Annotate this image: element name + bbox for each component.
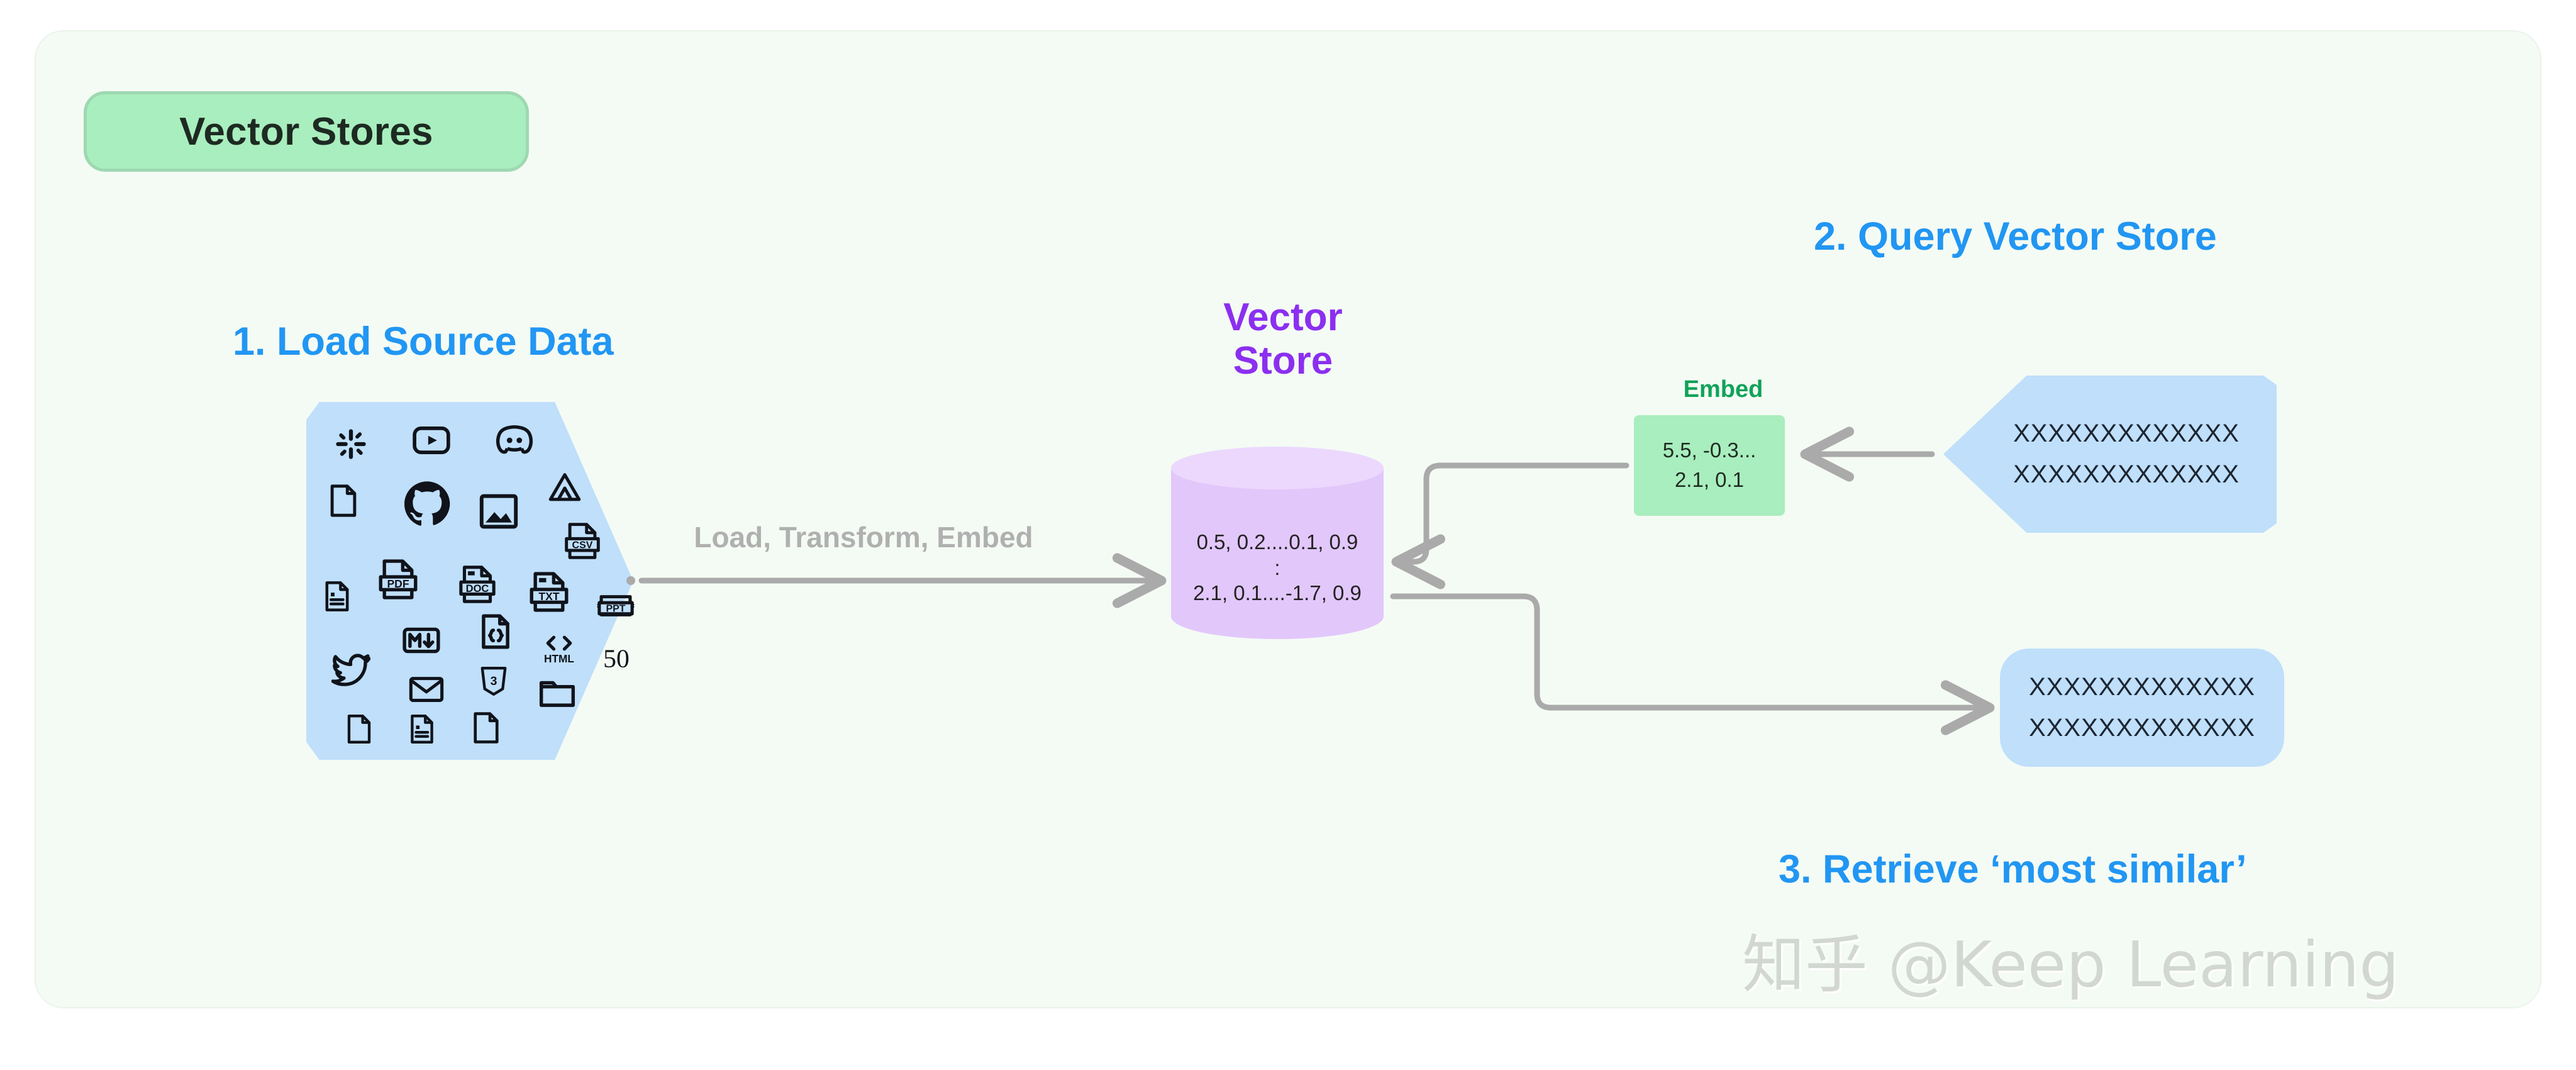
pdf-file-icon: PDF xyxy=(377,558,419,601)
folder-icon xyxy=(538,674,577,713)
svg-text:DOC: DOC xyxy=(466,582,489,594)
doc-file-icon: DOC xyxy=(457,564,497,605)
heading-load-source-data: 1. Load Source Data xyxy=(233,320,614,364)
svg-text:CSV: CSV xyxy=(572,540,593,551)
embed-label: Embed xyxy=(1683,376,1763,403)
document-icon xyxy=(325,482,362,519)
pipeline-arrow-label: Load, Transform, Embed xyxy=(694,521,1033,554)
github-icon xyxy=(402,479,452,529)
vector-store-title: Vector Store xyxy=(1182,296,1384,383)
wikipedia-icon: 50 xyxy=(601,642,632,674)
text-lines-icon xyxy=(320,579,354,613)
svg-text:50: 50 xyxy=(603,645,630,674)
svg-text:PDF: PDF xyxy=(387,577,409,590)
result-text-line-1: XXXXXXXXXXXXX xyxy=(2029,673,2255,701)
svg-text:PPT: PPT xyxy=(606,604,625,615)
image-icon xyxy=(477,490,520,533)
twitter-icon xyxy=(331,649,370,688)
document-icon-3 xyxy=(469,710,504,745)
result-text-line-2: XXXXXXXXXXXXX xyxy=(2029,714,2255,742)
query-text-line-1: XXXXXXXXXXXXX xyxy=(2013,420,2240,448)
embed-vector-line-2: 2.1, 0.1 xyxy=(1674,468,1745,491)
cylinder-top-ellipse xyxy=(1171,447,1384,489)
vector-store-title-line2: Store xyxy=(1233,339,1333,383)
retrieved-result-box: XXXXXXXXXXXXX XXXXXXXXXXXXX xyxy=(2000,649,2284,767)
google-drive-icon xyxy=(547,470,583,506)
ppt-file-icon: PPT xyxy=(596,586,636,626)
vector-stores-pill: Vector Stores xyxy=(84,91,529,172)
text-lines-icon-2 xyxy=(406,713,438,745)
document-icon-2 xyxy=(343,713,375,745)
watermark: 知乎 @Keep Learning xyxy=(1742,928,2399,1001)
cylinder-vector-ellipsis: : xyxy=(1274,555,1280,579)
json-file-icon xyxy=(476,612,515,651)
heading-query-vector-store: 2. Query Vector Store xyxy=(1814,215,2217,259)
css3-icon: 3 xyxy=(477,665,510,698)
svg-text:TXT: TXT xyxy=(538,590,559,603)
markdown-icon xyxy=(402,621,441,660)
cylinder-vector-row-2: 2.1, 0.1....-1.7, 0.9 xyxy=(1193,581,1362,605)
svg-text:HTML: HTML xyxy=(544,652,574,665)
slack-icon xyxy=(334,427,368,461)
vector-stores-label: Vector Stores xyxy=(179,109,433,153)
youtube-icon xyxy=(412,421,451,460)
discord-icon xyxy=(495,421,534,460)
vector-store-cylinder: 0.5, 0.2....0.1, 0.9 : 2.1, 0.1....-1.7,… xyxy=(1171,447,1384,660)
html-icon: HTML xyxy=(541,630,577,665)
cylinder-body xyxy=(1171,468,1384,639)
cylinder-vector-row-1: 0.5, 0.2....0.1, 0.9 xyxy=(1196,530,1358,554)
svg-text:3: 3 xyxy=(491,674,497,688)
heading-retrieve-most-similar: 3. Retrieve ‘most similar’ xyxy=(1779,847,2247,891)
cylinder-vectors: 0.5, 0.2....0.1, 0.9 : 2.1, 0.1....-1.7,… xyxy=(1171,527,1384,608)
embed-vector-box: 5.5, -0.3... 2.1, 0.1 xyxy=(1634,415,1785,516)
email-icon xyxy=(408,671,445,708)
embed-vector-line-1: 5.5, -0.3... xyxy=(1662,438,1757,462)
embed-vector-text: 5.5, -0.3... 2.1, 0.1 xyxy=(1663,436,1757,495)
source-icon-grid: CSV PDF DOC TXT PPT HTML 50 xyxy=(306,402,636,760)
txt-file-icon: TXT xyxy=(528,571,570,613)
vector-store-title-line1: Vector xyxy=(1223,296,1343,339)
query-text-line-2: XXXXXXXXXXXXX xyxy=(2013,460,2240,488)
csv-file-icon: CSV xyxy=(563,521,602,560)
